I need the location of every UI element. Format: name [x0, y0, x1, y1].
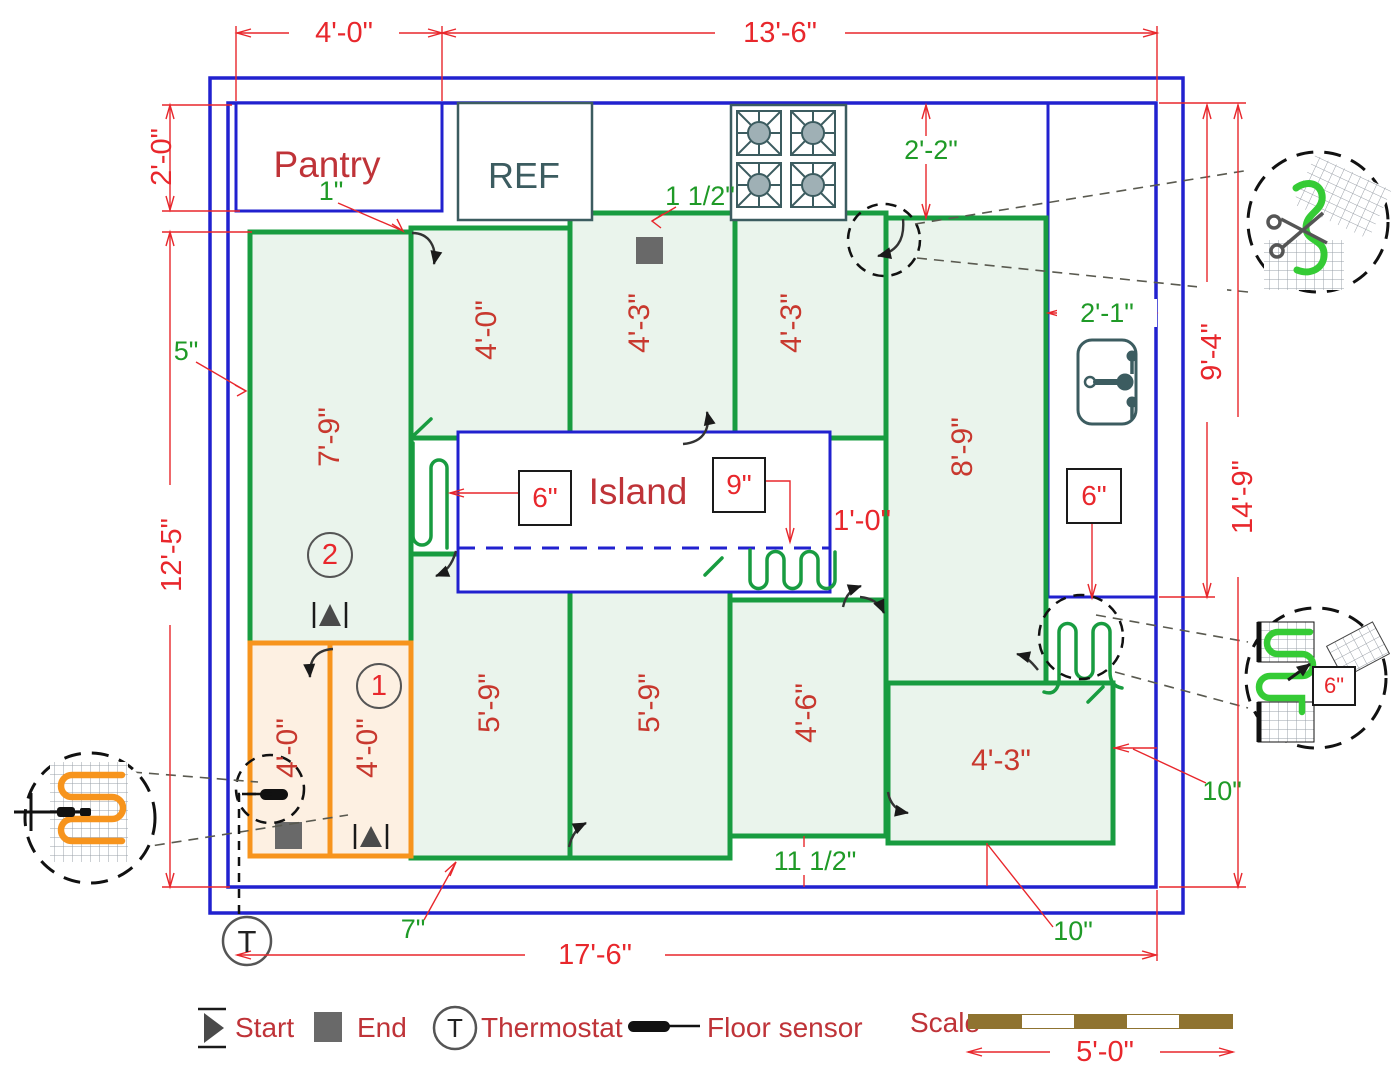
- spacing-box-sink-area: 6": [1066, 468, 1122, 524]
- legend-thermostat-symbol: T: [447, 1013, 463, 1043]
- note-right-gap: 10": [1202, 775, 1242, 806]
- legend-end-label: End: [357, 1012, 407, 1043]
- mat-label-zone2-strip: 7'-9": [313, 407, 346, 467]
- dimension-lines: [162, 26, 1246, 1053]
- dim-top-pantry: 4'-0": [289, 18, 399, 48]
- legend-thermostat-label: Thermostat: [481, 1012, 623, 1043]
- heating-cables: [410, 417, 1124, 704]
- note-sink-counter: 2'-1": [1057, 299, 1157, 327]
- detail-leader-lines: [131, 169, 1251, 849]
- note-bottom-left-gap: 7": [400, 913, 426, 944]
- thermostat-wiring: [221, 792, 273, 967]
- mat-label-zone1-a: 4'-0": [271, 718, 304, 778]
- spacing-box-island-mat: 6": [518, 470, 572, 526]
- dim-top-main: 13'-6": [715, 18, 845, 48]
- legend-start-label: Start: [235, 1012, 295, 1043]
- refrigerator-label: REF: [488, 155, 560, 196]
- mat-label-corner: 4'-3": [971, 744, 1031, 777]
- mat-bottom-c: [727, 597, 889, 839]
- thermostat-plan-symbol: T: [237, 923, 257, 959]
- mat-top-c: [732, 210, 889, 441]
- cable-island-left: [411, 441, 449, 550]
- note-left-gap: 5": [173, 335, 199, 366]
- mat-bottom-a: [408, 551, 573, 861]
- room-walls: [208, 76, 1185, 915]
- mat-label-top-a: 4'-0": [470, 300, 503, 360]
- note-stove-gap: 1 1/2": [665, 180, 735, 211]
- dim-right-counter: 9'-4": [1196, 282, 1228, 422]
- end-marker-top: [636, 237, 663, 264]
- cable-direction-arrows: [303, 218, 1039, 848]
- dim-island-gap: 1'-0": [833, 504, 891, 537]
- dim-right-room: 14'-9": [1227, 417, 1259, 577]
- legend-floor-sensor-label: Floor sensor: [707, 1012, 863, 1043]
- note-pantry-gap: 1": [318, 175, 344, 206]
- mat-label-bottom-a: 5'-9": [473, 673, 506, 733]
- mat-label-zone1-b: 4'-0": [351, 718, 384, 778]
- burner-1: [736, 110, 782, 156]
- stove: [729, 103, 848, 222]
- mat-label-right-strip: 8'-9": [946, 417, 979, 477]
- legend-floor-sensor-icon: [628, 1021, 700, 1032]
- island-outline: [456, 430, 832, 594]
- note-bottom-center-gap: 11 1/2": [755, 847, 875, 875]
- cable-island-bottom: [748, 548, 837, 591]
- zone2-number-badge: 2: [307, 532, 353, 578]
- pantry-outline: [234, 101, 444, 213]
- zone1-number-badge: 1: [356, 663, 402, 709]
- mat-label-bottom-b: 5'-9": [633, 673, 666, 733]
- dim-left-room: 12'-5": [156, 485, 188, 625]
- scale-bar: [968, 1014, 1233, 1029]
- island-label: Island: [588, 470, 688, 512]
- note-counter-depth: 2'-2": [881, 136, 981, 164]
- mat-label-top-c: 4'-3": [775, 293, 808, 353]
- legend-end-icon: [314, 1012, 342, 1042]
- spacing-box-detail: 6": [1312, 666, 1356, 706]
- mat-corner: [885, 680, 1116, 846]
- burner-4: [790, 162, 836, 208]
- note-bottom-right-gap: 10": [1053, 915, 1093, 946]
- thermostat-plan-circle: [221, 915, 273, 967]
- detail-circle-cut: [1246, 150, 1392, 294]
- spacing-box-island-cable: 9": [712, 457, 766, 513]
- start-marker-zone1: [353, 824, 389, 849]
- legend-start-icon: [198, 1007, 226, 1049]
- start-marker-zone2: [312, 602, 348, 628]
- detail-circle-sensor: [14, 751, 157, 885]
- burner-3: [736, 162, 782, 208]
- callout-rings: [234, 202, 1125, 825]
- scissors-icon: [1266, 211, 1328, 259]
- refrigerator-outline: [456, 101, 594, 222]
- dim-bottom-room: 17'-6": [525, 940, 665, 970]
- legend-thermostat-icon: [432, 1005, 478, 1051]
- scale-length: 5'-0": [1050, 1037, 1160, 1066]
- mat-label-top-b: 4'-3": [623, 293, 656, 353]
- mat-label-bottom-c: 4'-6": [790, 683, 823, 743]
- floor-sensor-detail-icon: [14, 793, 91, 831]
- sink-icon: [1076, 338, 1138, 426]
- dim-pantry-depth: 2'-0": [145, 128, 178, 186]
- burner-2: [790, 110, 836, 156]
- pantry-label: Pantry: [273, 143, 381, 185]
